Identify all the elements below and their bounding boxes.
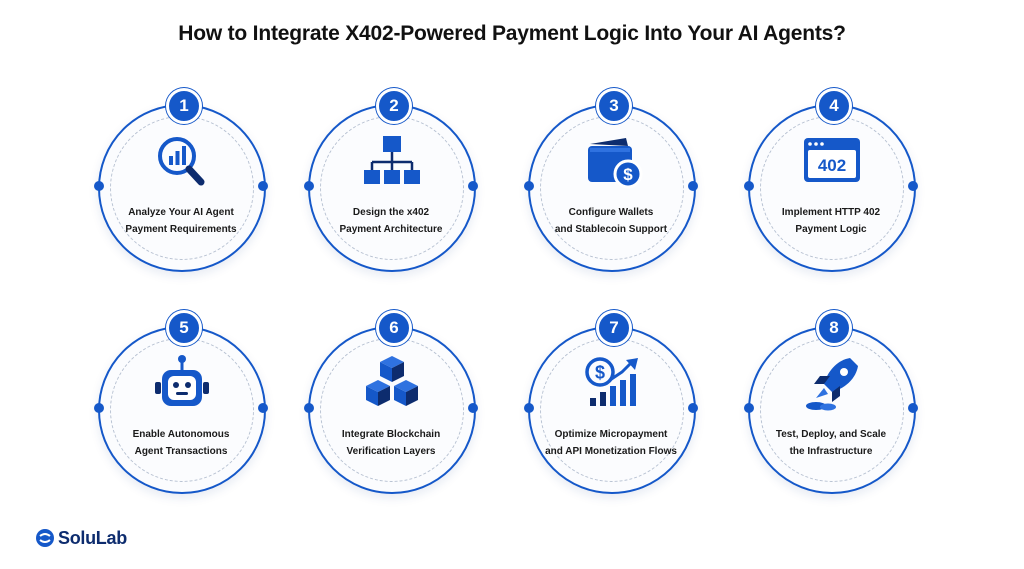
ring-dot-right xyxy=(468,181,478,191)
step-card-1: 1 Analyze Your AI Agent Payment Requirem… xyxy=(88,88,278,284)
rocket-icon xyxy=(800,354,864,414)
blocks-icon xyxy=(360,354,424,414)
ring-dot-right xyxy=(688,181,698,191)
step-label: Analyze Your AI Agent Payment Requiremen… xyxy=(125,207,237,235)
step-card-3: 3 $ Configure Wallets and Stablecoin Sup… xyxy=(518,88,708,284)
step-label: Enable Autonomous Agent Transactions xyxy=(132,429,230,457)
browser-402-icon: 402 xyxy=(800,132,864,192)
brand-name: SoluLab xyxy=(58,527,127,548)
ring-dot-left xyxy=(524,403,534,413)
step-number-badge: 6 xyxy=(376,310,412,346)
step-number-badge: 4 xyxy=(816,88,852,124)
ring-dot-left xyxy=(744,181,754,191)
magnifier-chart-icon xyxy=(150,132,214,192)
wallet-dollar-icon: $ xyxy=(580,132,644,192)
ring-dot-left xyxy=(744,403,754,413)
step-card-4: 4 402 Implement HTTP 402 Payment Logic xyxy=(738,88,928,284)
step-number-badge: 3 xyxy=(596,88,632,124)
robot-icon xyxy=(150,354,214,414)
ring-dot-left xyxy=(94,403,104,413)
step-card-2: 2 Design the x402 Payment Architecture xyxy=(298,88,488,284)
step-number-badge: 2 xyxy=(376,88,412,124)
ring-dot-right xyxy=(468,403,478,413)
step-card-8: 8 Test, Deploy, and Scale the Infrastruc… xyxy=(738,310,928,506)
svg-text:$: $ xyxy=(623,165,633,184)
page-title: How to Integrate X402-Powered Payment Lo… xyxy=(178,22,846,45)
step-label: Test, Deploy, and Scale the Infrastructu… xyxy=(775,429,887,457)
svg-text:$: $ xyxy=(595,363,605,383)
ring-dot-right xyxy=(908,181,918,191)
dollar-growth-icon: $ xyxy=(580,354,644,414)
ring-dot-right xyxy=(258,181,268,191)
step-number-badge: 8 xyxy=(816,310,852,346)
ring-dot-right xyxy=(688,403,698,413)
ring-dot-right xyxy=(908,403,918,413)
step-number-badge: 5 xyxy=(166,310,202,346)
step-number-badge: 7 xyxy=(596,310,632,346)
step-card-5: 5 Enable Autonomous Agent Transactions xyxy=(88,310,278,506)
step-label: Implement HTTP 402 Payment Logic xyxy=(781,207,881,235)
ring-dot-left xyxy=(304,181,314,191)
ring-dot-right xyxy=(258,403,268,413)
step-label: Optimize Micropayment and API Monetizati… xyxy=(545,429,677,457)
step-label: Configure Wallets and Stablecoin Support xyxy=(554,207,668,235)
step-number-badge: 1 xyxy=(166,88,202,124)
step-card-6: 6 Integrate Blockchain Verification Laye… xyxy=(298,310,488,506)
svg-text:402: 402 xyxy=(818,156,846,175)
hierarchy-icon xyxy=(360,132,424,192)
step-card-7: 7 $ Optimize Micropayment and API Moneti… xyxy=(518,310,708,506)
step-label: Design the x402 Payment Architecture xyxy=(339,207,443,235)
ring-dot-left xyxy=(524,181,534,191)
step-label: Integrate Blockchain Verification Layers xyxy=(341,429,441,457)
ring-dot-left xyxy=(304,403,314,413)
brand-mark-icon xyxy=(36,529,54,547)
brand-logo: SoluLab xyxy=(36,526,127,550)
ring-dot-left xyxy=(94,181,104,191)
